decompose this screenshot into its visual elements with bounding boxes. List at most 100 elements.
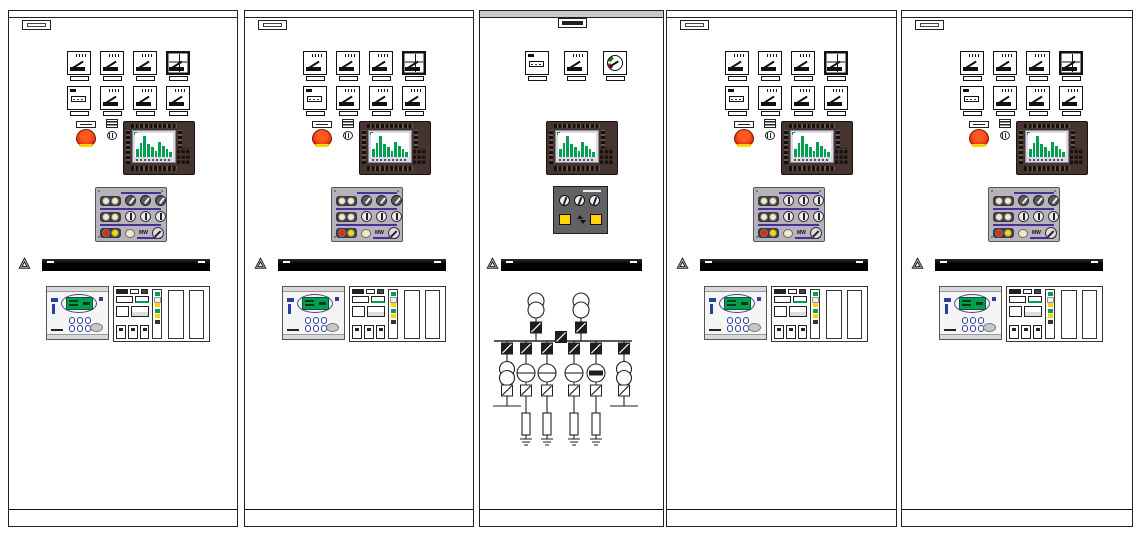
control-knob[interactable] bbox=[391, 195, 402, 206]
hmi-softkeys-right[interactable] bbox=[836, 130, 840, 164]
control-switch[interactable] bbox=[798, 211, 809, 222]
control-knob[interactable] bbox=[376, 195, 387, 206]
meter-scale bbox=[794, 67, 809, 71]
key-switch[interactable] bbox=[106, 119, 119, 140]
mimic-control-panel: MW bbox=[95, 187, 167, 242]
meter-scale bbox=[306, 67, 321, 71]
emergency-stop-button[interactable] bbox=[734, 129, 754, 147]
push-button[interactable] bbox=[125, 228, 135, 238]
hmi-softkeys-top[interactable] bbox=[789, 124, 835, 128]
control-switch[interactable] bbox=[798, 195, 809, 206]
control-switch[interactable] bbox=[140, 211, 151, 222]
hmi-softkeys-bottom[interactable] bbox=[1024, 166, 1070, 171]
indicator-lamp-pair bbox=[993, 211, 1014, 222]
control-switch[interactable] bbox=[1048, 211, 1059, 222]
control-switch[interactable] bbox=[361, 211, 372, 222]
relay-keypad[interactable] bbox=[723, 316, 753, 333]
hmi-softkeys-right[interactable] bbox=[178, 130, 182, 164]
label-strip bbox=[501, 259, 642, 271]
meter-cell bbox=[1058, 51, 1084, 81]
hmi-softkeys-bottom[interactable] bbox=[367, 166, 413, 171]
hmi-softkeys-top[interactable] bbox=[131, 124, 177, 128]
relay-top-rail bbox=[47, 287, 108, 292]
hmi-softkeys-top[interactable] bbox=[1024, 124, 1070, 128]
hmi-softkeys-right[interactable] bbox=[1071, 130, 1075, 164]
push-button[interactable] bbox=[1018, 228, 1028, 238]
alarm-lamp-pair bbox=[100, 228, 121, 238]
control-switch[interactable] bbox=[125, 211, 136, 222]
sync-knob[interactable] bbox=[589, 195, 600, 206]
control-knob[interactable] bbox=[125, 195, 136, 206]
key-switch[interactable] bbox=[764, 119, 777, 140]
relay-button[interactable] bbox=[983, 323, 996, 332]
relay-button[interactable] bbox=[326, 323, 339, 332]
control-switch[interactable] bbox=[376, 211, 387, 222]
control-switch[interactable] bbox=[1018, 211, 1029, 222]
push-button[interactable] bbox=[783, 228, 793, 238]
meter-base bbox=[371, 111, 391, 116]
red-lamp bbox=[760, 229, 768, 237]
hmi-softkeys-bottom[interactable] bbox=[554, 166, 600, 171]
sync-knob[interactable] bbox=[559, 195, 570, 206]
emergency-stop-button[interactable] bbox=[969, 129, 989, 147]
hmi-softkeys-right[interactable] bbox=[414, 130, 418, 164]
emergency-stop-button[interactable] bbox=[76, 129, 96, 147]
hmi-softkeys-bottom[interactable] bbox=[131, 166, 177, 171]
hmi-softkeys-left[interactable] bbox=[784, 130, 788, 164]
red-lamp bbox=[338, 229, 346, 237]
incoming-transformer bbox=[527, 292, 590, 319]
hmi-keypad[interactable] bbox=[600, 148, 614, 164]
hmi-keypad[interactable] bbox=[1070, 148, 1084, 164]
relay-button[interactable] bbox=[90, 323, 103, 332]
module bbox=[1028, 296, 1042, 303]
emergency-stop-button[interactable] bbox=[312, 129, 332, 147]
control-knob[interactable] bbox=[140, 195, 151, 206]
hmi-softkeys-top[interactable] bbox=[367, 124, 413, 128]
hmi-softkeys-left[interactable] bbox=[1019, 130, 1023, 164]
single-line-mimic-diagram bbox=[493, 292, 638, 446]
hmi-softkeys-top[interactable] bbox=[554, 124, 600, 128]
terminal-block bbox=[1021, 325, 1031, 339]
push-button[interactable] bbox=[361, 228, 371, 238]
hmi-softkeys-right[interactable] bbox=[601, 130, 605, 164]
label-strip bbox=[42, 259, 210, 271]
meter-base bbox=[102, 76, 122, 81]
selector-switch[interactable] bbox=[809, 227, 822, 239]
hmi-softkeys-left[interactable] bbox=[362, 130, 366, 164]
hmi-softkeys-left[interactable] bbox=[126, 130, 130, 164]
control-knob[interactable] bbox=[155, 195, 166, 206]
cabinet-panel-1: MW bbox=[8, 10, 238, 527]
meter-base bbox=[962, 76, 982, 81]
meter-cell bbox=[132, 51, 158, 81]
hmi-softkeys-bottom[interactable] bbox=[789, 166, 835, 171]
meter-cell bbox=[368, 51, 394, 81]
control-switch[interactable] bbox=[155, 211, 166, 222]
key-switch[interactable] bbox=[999, 119, 1012, 140]
hmi-softkeys-left[interactable] bbox=[549, 130, 553, 164]
sync-knob[interactable] bbox=[574, 195, 585, 206]
key-switch[interactable] bbox=[342, 119, 355, 140]
hmi-keypad[interactable] bbox=[413, 148, 427, 164]
module bbox=[371, 296, 385, 303]
selector-switch[interactable] bbox=[151, 227, 164, 239]
control-switch[interactable] bbox=[783, 195, 794, 206]
analog-meter bbox=[166, 86, 190, 110]
relay-keypad[interactable] bbox=[65, 316, 95, 333]
control-knob[interactable] bbox=[1048, 195, 1059, 206]
relay-keypad[interactable] bbox=[301, 316, 331, 333]
selector-switch[interactable] bbox=[387, 227, 400, 239]
control-knob[interactable] bbox=[1018, 195, 1029, 206]
control-switch[interactable] bbox=[813, 195, 824, 206]
relay-button[interactable] bbox=[748, 323, 761, 332]
control-knob[interactable] bbox=[1033, 195, 1044, 206]
control-knob[interactable] bbox=[361, 195, 372, 206]
control-switch[interactable] bbox=[1033, 211, 1044, 222]
control-switch[interactable] bbox=[813, 211, 824, 222]
relay-keypad[interactable] bbox=[958, 316, 988, 333]
selector-switch[interactable] bbox=[1044, 227, 1057, 239]
hmi-keypad[interactable] bbox=[835, 148, 849, 164]
control-switch[interactable] bbox=[783, 211, 794, 222]
meter-base bbox=[135, 76, 155, 81]
hmi-keypad[interactable] bbox=[177, 148, 191, 164]
control-switch[interactable] bbox=[391, 211, 402, 222]
